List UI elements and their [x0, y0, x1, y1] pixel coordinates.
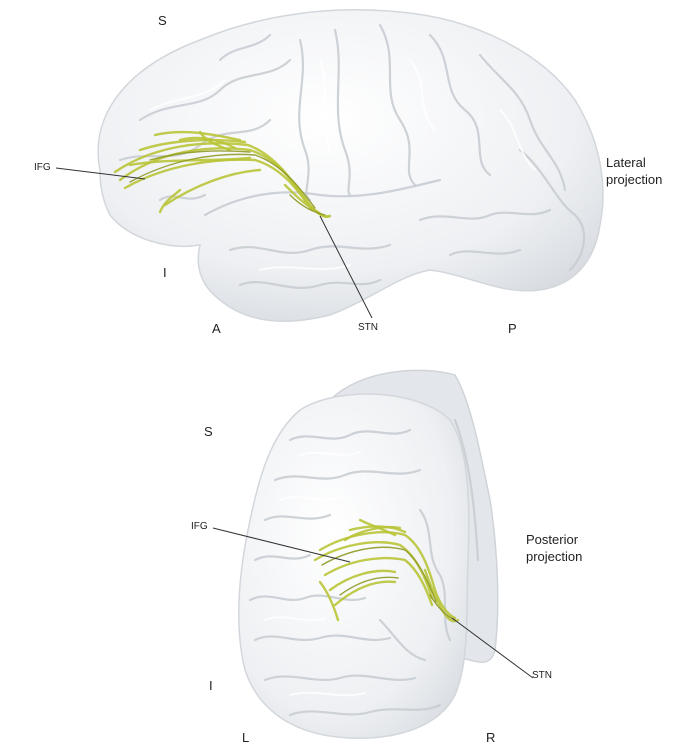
- lateral-stn-label: STN: [358, 322, 378, 333]
- lateral-title-line2: projection: [606, 172, 663, 187]
- lateral-ifg-label: IFG: [34, 162, 51, 173]
- lateral-orient-anterior: A: [212, 321, 221, 336]
- lateral-brain-render: [55, 9, 604, 322]
- posterior-fiber-tract: [313, 518, 460, 623]
- posterior-orient-left: L: [242, 730, 250, 745]
- posterior-stn-label: STN: [532, 670, 552, 681]
- lateral-orient-superior: S: [158, 13, 167, 28]
- posterior-orient-superior: S: [204, 424, 213, 439]
- posterior-ifg-leader-line: [212, 527, 351, 563]
- posterior-projection-title: Posterior projection: [526, 531, 582, 565]
- posterior-orient-inferior: I: [209, 678, 213, 693]
- posterior-stn-leader-line: [451, 617, 534, 679]
- posterior-left-hemisphere: [238, 393, 470, 739]
- lateral-stn-leader-line: [319, 215, 373, 319]
- posterior-title-line1: Posterior: [526, 532, 579, 547]
- lateral-ifg-leader-line: [55, 167, 146, 180]
- posterior-ifg-label: IFG: [191, 521, 208, 532]
- lateral-fiber-tract: [113, 130, 332, 218]
- lateral-orient-posterior: P: [508, 321, 517, 336]
- posterior-brain-render: [212, 369, 534, 739]
- posterior-orient-right: R: [486, 730, 496, 745]
- lateral-brain-surface: [97, 9, 604, 322]
- lateral-projection-title: Lateral projection: [606, 154, 662, 188]
- lateral-orient-inferior: I: [163, 265, 167, 280]
- posterior-projection-panel: S I L R IFG STN Posterior projection: [0, 360, 685, 750]
- posterior-title-line2: projection: [526, 549, 583, 564]
- lateral-title-line1: Lateral: [606, 155, 646, 170]
- lateral-projection-panel: S I A P IFG STN Lateral projection: [0, 0, 685, 350]
